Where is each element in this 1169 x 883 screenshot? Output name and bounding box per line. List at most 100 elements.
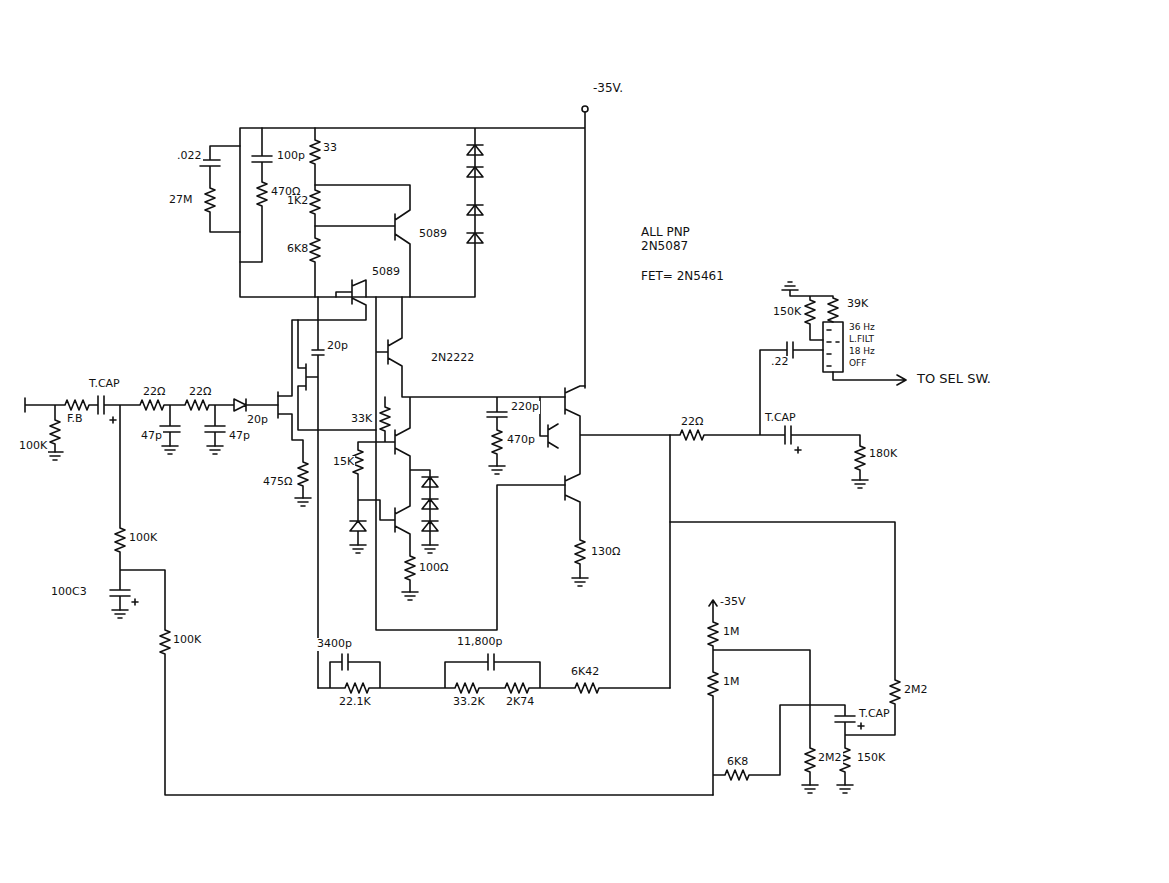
label-anchor: 27M [168,194,194,207]
label-anchor: 2M2 [817,752,843,765]
label-anchor: L.FILT [848,334,875,344]
label-anchor: -35V. [592,82,624,96]
component-label: -35V. [592,82,624,96]
label-anchor: -35V [719,596,747,609]
switch-contacts [827,330,839,366]
label-anchor: 47p [140,430,163,443]
component-label: 100K [128,532,158,545]
component-label: .022 [176,150,203,163]
component-label: 180K [868,448,898,461]
label-anchor: 2M2 [903,684,929,697]
component-label: 33 [322,142,338,155]
component-label: 27M [168,194,194,207]
component-label: 5089 [418,228,448,241]
label-anchor: 3400p [316,638,353,651]
component-label: ALL PNP 2N5087 [640,226,712,254]
diode-string [467,145,483,243]
component-label: .22 [770,356,790,369]
label-anchor: .22 [770,356,790,369]
label-anchor: 2K74 [505,696,535,709]
label-anchor: 22Ω [142,386,166,399]
label-anchor: 6K42 [570,666,600,679]
component-label: 2M2 [817,752,843,765]
label-anchor: 47p [228,430,251,443]
component-label: 22Ω [188,386,212,399]
label-anchor: 470p [506,434,536,447]
label-anchor: 33K [350,413,373,426]
component-label: 6K8 [286,243,309,256]
label-anchor: ALL PNP 2N5087 [640,226,712,254]
component-label: 100p [276,150,306,163]
component-label: F.B [66,413,84,426]
component-label: 100C3 [50,586,88,599]
component-label: 36 Hz [848,322,876,332]
component-label: 20p [326,340,349,353]
component-label: -35V [719,596,747,609]
label-anchor: .022 [176,150,203,163]
label-anchor: 100K [172,634,202,647]
component-label: 470p [506,434,536,447]
label-anchor: 220p [510,401,540,414]
label-anchor: 15K [332,456,355,469]
component-label: 47p [228,430,251,443]
input-network [25,396,713,795]
component-label: T.CAP [764,412,797,425]
label-anchor: FET= 2N5461 [640,270,725,284]
component-label: 100Ω [418,562,449,575]
label-anchor: 100p [276,150,306,163]
label-anchor: T.CAP [88,378,121,391]
component-label: 33.2K [452,696,486,709]
component-label: 1K2 [286,195,309,208]
label-anchor: 100Ω [418,562,449,575]
label-anchor: 6K8 [726,756,749,769]
label-anchor: 22Ω [188,386,212,399]
component-label: T.CAP [858,708,891,721]
label-anchor: 5089 [371,266,401,279]
label-anchor: F.B [66,413,84,426]
label-anchor: 1M [722,676,741,689]
label-anchor: 20p [246,414,269,427]
label-anchor: T.CAP [858,708,891,721]
voltage-amplifier [350,297,565,630]
component-label: L.FILT [848,334,875,344]
component-label: 22Ω [680,416,704,429]
component-label: 6K42 [570,666,600,679]
label-anchor: 39K [846,298,869,311]
label-anchor: 130Ω [590,546,621,559]
label-anchor: 1K2 [286,195,309,208]
component-label: 39K [846,298,869,311]
dc-servo [670,522,900,795]
component-label: 11,800p [456,636,503,649]
label-anchor: 5089 [418,228,448,241]
label-anchor: OFF [848,358,867,368]
supply-terminal [582,106,588,112]
component-label: 33K [350,413,373,426]
label-anchor: 6K8 [286,243,309,256]
component-label: 18 Hz [848,346,876,356]
component-label: 2M2 [903,684,929,697]
label-anchor: 180K [868,448,898,461]
bias-network [200,128,320,297]
label-anchor: T.CAP [764,412,797,425]
label-anchor: 22Ω [680,416,704,429]
component-label: 100K [18,440,48,453]
label-anchor: 100K [18,440,48,453]
output-stage [540,386,670,688]
label-anchor: 33 [322,142,338,155]
component-label: 130Ω [590,546,621,559]
ground-symbol [47,446,868,793]
feedback-network [318,654,670,693]
component-label: FET= 2N5461 [640,270,725,284]
component-label: 6K8 [726,756,749,769]
label-anchor: 20p [326,340,349,353]
component-label: 2K74 [505,696,535,709]
component-label: 150K [856,752,886,765]
component-label: 2N2222 [430,352,475,365]
label-anchor: 150K [856,752,886,765]
label-anchor: 33.2K [452,696,486,709]
label-anchor: 11,800p [456,636,503,649]
component-label: 3400p [316,638,353,651]
component-label: 150K [772,306,802,319]
component-label: 15K [332,456,355,469]
